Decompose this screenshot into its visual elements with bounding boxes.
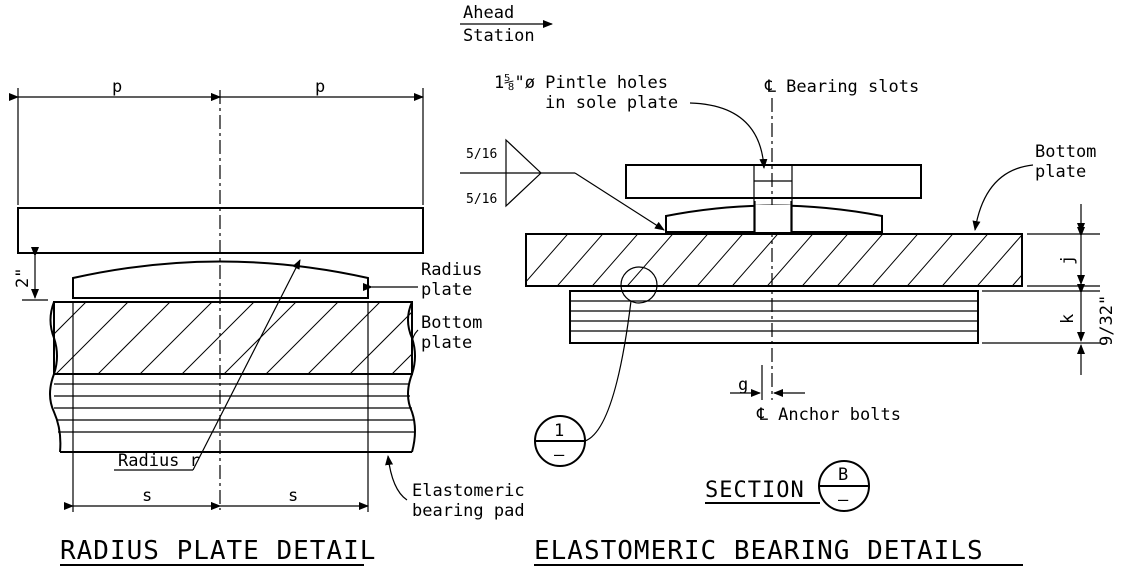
dim-932: 9/32" (1097, 295, 1117, 346)
hatch-right (526, 234, 1022, 286)
direction-top: Ahead (463, 3, 514, 23)
label-pad-2: bearing pad (412, 501, 525, 521)
dim-j: j (1058, 255, 1078, 265)
bearing-pad-right (569, 290, 979, 344)
dim-k: k (1058, 314, 1078, 324)
radius-plate (72, 260, 369, 299)
dim-s-left: s (142, 486, 152, 506)
dim-s-right: s (288, 486, 298, 506)
direction-bottom: Station (463, 26, 535, 46)
label-bottom-plate-1: Bottom (421, 313, 482, 333)
pintle-note-1: 1⅝"ø Pintle holes (494, 73, 668, 93)
callout-1-top: 1 (554, 421, 564, 441)
hatch-left (54, 302, 412, 374)
dim-2in: 2" (13, 268, 33, 288)
bottom-plate-left (53, 301, 413, 375)
weld-size-top: 5/16 (466, 147, 497, 162)
dim-p-right: p (315, 77, 325, 97)
detail-circle (620, 266, 658, 304)
label-pad-1: Elastomeric (412, 481, 525, 501)
section-tag-bottom: – (838, 490, 849, 510)
direction-indicator: Ahead Station (460, 3, 553, 46)
section-word: SECTION (705, 478, 805, 503)
callout-1-bottom: – (554, 445, 565, 465)
dim-p-left: p (112, 77, 122, 97)
elastomeric-bearing-detail: 1⅝"ø Pintle holes in sole plate ℄ Bearin… (460, 73, 1117, 566)
label-bottom-plate-right-2: plate (1035, 162, 1086, 182)
label-radius-plate-1: Radius (421, 260, 482, 280)
label-bottom-plate-right-1: Bottom (1035, 142, 1096, 162)
label-radius-r: Radius r (118, 451, 200, 471)
pintle-note-2: in sole plate (545, 93, 678, 113)
radius-plate-detail: p p 2" (9, 77, 525, 566)
label-radius-plate-2: plate (421, 280, 472, 300)
title-elastomeric: ELASTOMERIC BEARING DETAILS (534, 536, 984, 566)
label-centerline-anchor: ℄ Anchor bolts (756, 405, 901, 425)
label-bottom-plate-2: plate (421, 333, 472, 353)
dim-g: g (738, 375, 748, 395)
bottom-plate-right (525, 233, 1023, 287)
title-radius-plate: RADIUS PLATE DETAIL (60, 536, 376, 566)
label-centerline-bearing: ℄ Bearing slots (764, 77, 919, 97)
weld-size-bottom: 5/16 (466, 192, 497, 207)
section-tag-top: B (838, 465, 848, 485)
